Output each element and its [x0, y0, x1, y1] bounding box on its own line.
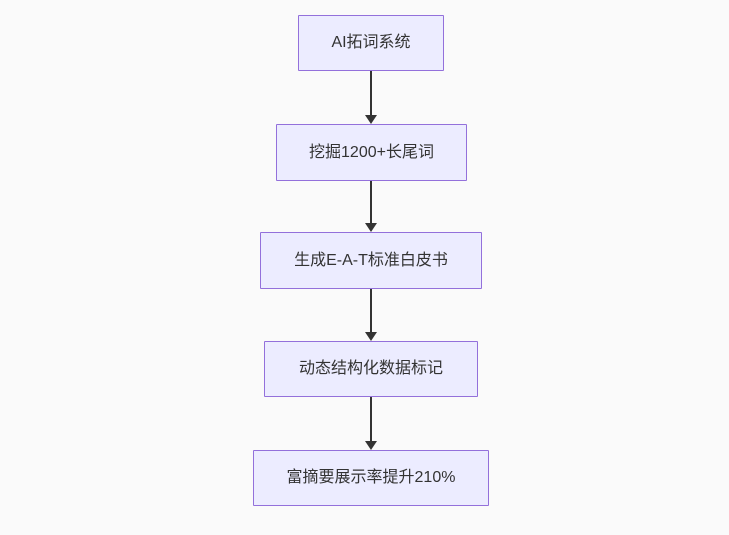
arrow-head-down-icon: [365, 332, 377, 341]
flow-arrow-1: [364, 71, 378, 124]
arrow-line: [370, 181, 372, 223]
flowchart-node-longtail-keywords: 挖掘1200+长尾词: [276, 124, 467, 181]
node-label: 生成E-A-T标准白皮书: [294, 251, 448, 269]
flowchart-node-structured-data-markup: 动态结构化数据标记: [264, 341, 478, 397]
flowchart-node-ai-expand-system: AI拓词系统: [298, 15, 444, 71]
arrow-line: [370, 71, 372, 115]
node-label: 挖掘1200+长尾词: [309, 143, 434, 161]
arrow-head-down-icon: [365, 115, 377, 124]
node-label: 富摘要展示率提升210%: [286, 469, 456, 487]
arrow-line: [370, 289, 372, 332]
flow-arrow-4: [364, 397, 378, 450]
flowchart-node-eat-whitepaper: 生成E-A-T标准白皮书: [260, 232, 482, 289]
node-label: 动态结构化数据标记: [298, 360, 443, 378]
arrow-head-down-icon: [365, 441, 377, 450]
flow-arrow-2: [364, 181, 378, 232]
arrow-head-down-icon: [365, 223, 377, 232]
node-label: AI拓词系统: [331, 34, 411, 52]
flowchart-node-rich-snippet-rate: 富摘要展示率提升210%: [253, 450, 489, 506]
arrow-line: [370, 397, 372, 441]
flow-arrow-3: [364, 289, 378, 341]
